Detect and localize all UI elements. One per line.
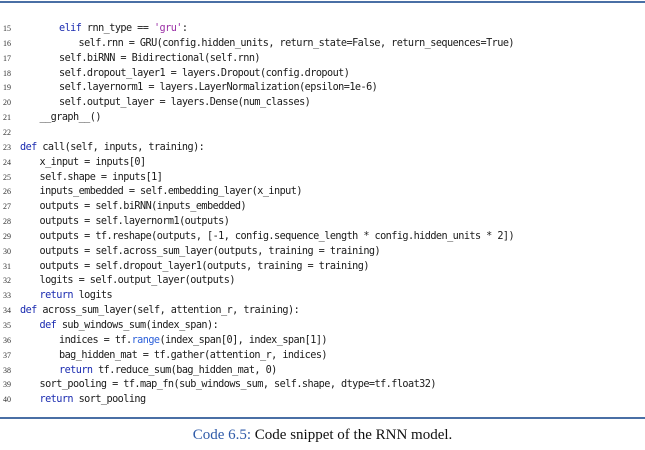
code-text: outputs = self.dropout_layer1(outputs, t… [39, 259, 370, 274]
line-number: 36 [3, 335, 11, 345]
code-text: self.rnn = GRU(config.hidden_units, retu… [79, 36, 515, 51]
line-number: 31 [3, 261, 11, 271]
top-rule [0, 1, 645, 3]
code-text: self.biRNN = Bidirectional(self.rnn) [59, 51, 261, 66]
code-token: across_sum_layer(self, attention_r, trai… [36, 305, 300, 317]
code-token: logits [73, 290, 113, 302]
line-number: 27 [3, 202, 11, 212]
code-token: indices = tf. [59, 334, 132, 346]
line-number: 34 [3, 306, 11, 316]
line-number: 23 [3, 142, 11, 152]
code-keyword: def [20, 141, 37, 153]
code-token: inputs_embedded = self.embedding_layer(x… [39, 186, 303, 198]
line-number: 16 [3, 38, 11, 48]
code-token: x_input = inputs[0] [39, 156, 147, 168]
line-number: 24 [3, 157, 11, 167]
code-token: (index_span[0], index_span[1]) [159, 334, 328, 346]
line-number: 35 [3, 321, 11, 330]
code-text: outputs = tf.reshape(outputs, [-1, confi… [40, 229, 515, 244]
code-text: return logits [40, 288, 113, 303]
line-number: 20 [3, 98, 11, 108]
code-text: __graph__() [39, 110, 102, 125]
code-text: elif rnn_type == 'gru': [59, 21, 188, 36]
line-number: 29 [3, 231, 11, 241]
line-number: 40 [3, 395, 11, 405]
code-token: logits = self.output_layer(outputs) [39, 275, 236, 287]
code-token: sub_windows_sum(index_span): [56, 320, 219, 331]
code-keyword: def [20, 305, 37, 317]
line-number: 18 [3, 68, 11, 78]
code-token: self.output_layer = layers.Dense(num_cla… [59, 97, 311, 109]
code-keyword: return [39, 290, 74, 302]
code-token: self.rnn = GRU(config.hidden_units, retu… [78, 37, 515, 49]
line-number: 28 [3, 217, 11, 227]
line-number: 33 [3, 291, 11, 301]
line-number: 30 [3, 246, 11, 256]
code-token: call(self, inputs, training): [36, 141, 205, 153]
code-token: rnn_type == [81, 23, 154, 34]
code-text: self.dropout_layer1 = layers.Dropout(con… [59, 66, 350, 81]
line-number: 15 [3, 24, 11, 33]
code-token: __graph__() [39, 112, 102, 124]
code-token: outputs = self.layernorm1(outputs) [39, 216, 230, 228]
code-text: logits = self.output_layer(outputs) [39, 273, 236, 288]
code-builtin: range [131, 334, 160, 346]
code-token: self.layernorm1 = layers.LayerNormalizat… [59, 82, 378, 94]
code-text: def sub_windows_sum(index_span): [40, 318, 219, 333]
line-number: 37 [3, 350, 11, 360]
code-token: outputs = tf.reshape(outputs, [-1, confi… [39, 230, 515, 242]
code-token: : [181, 23, 188, 34]
line-number: 32 [3, 276, 11, 286]
code-text: return tf.reduce_sum(bag_hidden_mat, 0) [59, 363, 277, 378]
code-text: return sort_pooling [39, 392, 147, 407]
code-caption: Code 6.5: Code snippet of the RNN model. [0, 427, 645, 444]
line-number: 26 [3, 187, 11, 197]
code-text: outputs = self.biRNN(inputs_embedded) [40, 199, 247, 214]
code-text: outputs = self.across_sum_layer(outputs,… [40, 244, 381, 259]
code-keyword: return [39, 394, 74, 406]
code-token: outputs = self.dropout_layer1(outputs, t… [39, 260, 370, 272]
code-string: 'gru' [153, 23, 182, 34]
code-token: self.dropout_layer1 = layers.Dropout(con… [59, 67, 350, 79]
code-text: sort_pooling = tf.map_fn(sub_windows_sum… [39, 377, 437, 392]
code-text: self.layernorm1 = layers.LayerNormalizat… [59, 80, 378, 95]
code-text: self.shape = inputs[1] [40, 170, 163, 185]
line-number: 22 [3, 127, 11, 137]
code-token: bag_hidden_mat = tf.gather(attention_r, … [59, 349, 328, 361]
code-token: tf.reduce_sum(bag_hidden_mat, 0) [92, 364, 277, 376]
code-token: outputs = self.across_sum_layer(outputs,… [39, 245, 381, 257]
code-text: x_input = inputs[0] [39, 155, 147, 170]
code-token: self.biRNN = Bidirectional(self.rnn) [59, 52, 261, 64]
line-number: 39 [3, 380, 11, 390]
code-text: def call(self, inputs, training): [20, 140, 205, 155]
code-text: def across_sum_layer(self, attention_r, … [20, 303, 300, 318]
code-token: outputs = self.biRNN(inputs_embedded) [39, 201, 247, 213]
code-token: sort_pooling = tf.map_fn(sub_windows_sum… [39, 379, 437, 391]
code-token: sort_pooling [73, 394, 147, 406]
line-number: 21 [3, 113, 11, 123]
bottom-rule [0, 417, 645, 419]
code-text: self.output_layer = layers.Dense(num_cla… [59, 95, 311, 110]
code-token: self.shape = inputs[1] [39, 171, 163, 183]
code-text: outputs = self.layernorm1(outputs) [40, 214, 230, 229]
code-text: inputs_embedded = self.embedding_layer(x… [39, 184, 303, 199]
caption-label: Code 6.5: [192, 427, 252, 443]
line-number: 17 [3, 53, 11, 63]
line-number: 25 [3, 172, 11, 182]
code-keyword: elif [59, 23, 82, 34]
code-keyword: def [39, 320, 57, 331]
code-text: bag_hidden_mat = tf.gather(attention_r, … [59, 348, 328, 363]
code-keyword: return [59, 364, 93, 376]
line-number: 38 [3, 365, 11, 375]
code-text: indices = tf.range(index_span[0], index_… [59, 333, 328, 348]
caption-text: Code snippet of the RNN model. [251, 427, 453, 443]
line-number: 19 [3, 83, 11, 93]
